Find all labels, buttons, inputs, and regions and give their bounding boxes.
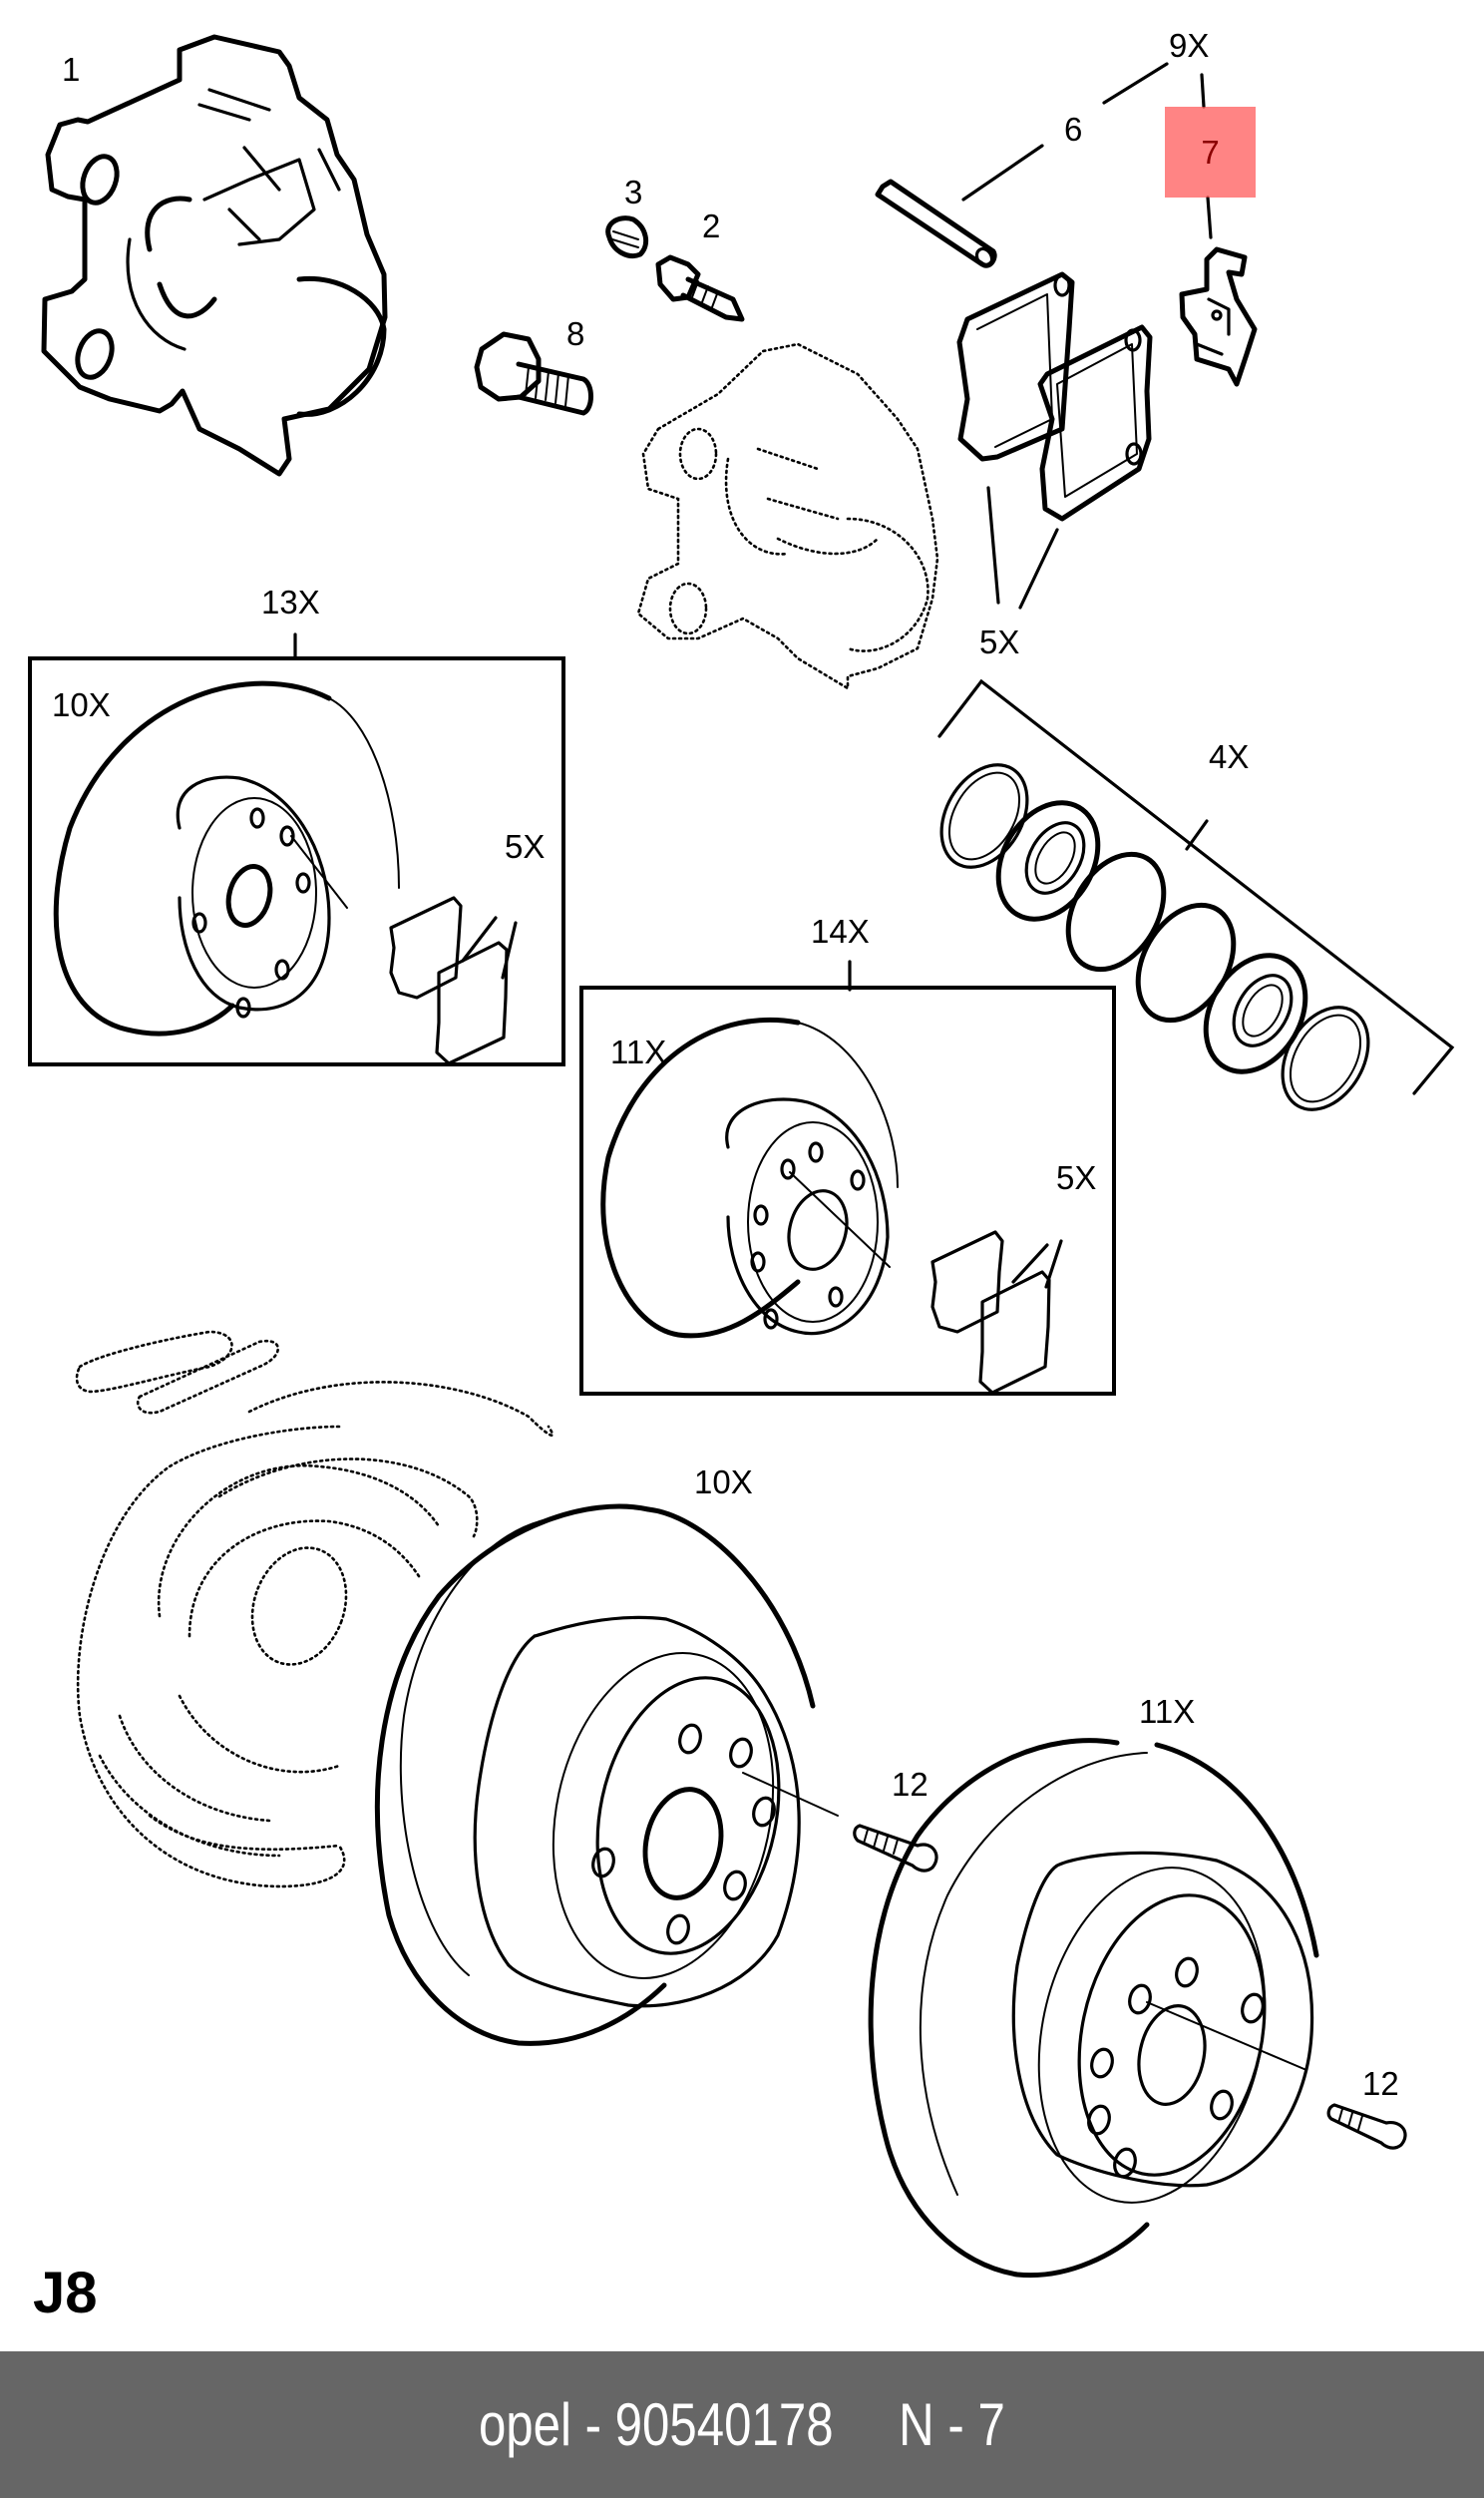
callout-seal-kit[interactable]: 4X — [1209, 738, 1250, 775]
callout-disc-kit14[interactable]: 11X — [610, 1034, 667, 1070]
callout-clip-group[interactable]: 9X — [1169, 27, 1210, 64]
seal-kit-bracket — [937, 678, 1455, 1095]
bolt-illustration — [474, 331, 593, 416]
bleed-screw-illustration — [655, 254, 745, 322]
callout-pads-kit13[interactable]: 5X — [505, 828, 546, 865]
spring-clip-illustration — [1179, 246, 1258, 387]
disc-bottom-left-illustration — [374, 1503, 839, 2046]
page-code: J8 — [33, 2261, 98, 2325]
seal-kit-leader — [1185, 819, 1209, 851]
brake-pads-illustration — [956, 271, 1153, 522]
callout-disc-kit13[interactable]: 10X — [52, 686, 111, 723]
reference-backing-plate-dotted — [75, 1330, 555, 1888]
callout-caliper[interactable]: 1 — [62, 51, 81, 88]
disc-bottom-right-illustration — [868, 1738, 1319, 2279]
callout-bolt[interactable]: 8 — [566, 315, 585, 352]
callout-bleed-cap[interactable]: 3 — [624, 174, 643, 210]
callout-screw-left[interactable]: 12 — [892, 1766, 928, 1803]
callout-pads-kit14[interactable]: 5X — [1056, 1159, 1097, 1196]
callout-bleed-screw[interactable]: 2 — [702, 208, 721, 244]
callout-pin[interactable]: 6 — [1064, 111, 1083, 148]
leader-lines — [293, 62, 1213, 992]
screw-left-illustration — [853, 1824, 938, 1873]
kit-14-disc-illustration — [600, 1017, 899, 1339]
seal-kit-rings-illustration — [939, 763, 1370, 1111]
callout-kit-13[interactable]: 13X — [261, 584, 320, 621]
guide-pin-illustration — [875, 179, 997, 268]
kit-14-pads-illustration — [930, 1230, 1063, 1395]
screw-right-illustration — [1326, 2103, 1407, 2150]
kit-13-disc-illustration — [53, 680, 400, 1037]
reference-caliper-dotted — [636, 342, 939, 691]
callout-spring-clip: 7 — [1201, 134, 1220, 171]
callout-kit-14[interactable]: 14X — [811, 913, 870, 950]
part-reference: opel - 90540178 — [479, 2390, 834, 2458]
footer-caption: opel - 90540178 N - 7 — [479, 2390, 1005, 2458]
kit-13-frame — [28, 656, 565, 1066]
bleed-cap-illustration — [605, 215, 649, 258]
kit-13-pads-illustration — [389, 896, 518, 1065]
callout-disc-bottom-left[interactable]: 10X — [694, 1463, 753, 1500]
exploded-parts-diagram — [28, 34, 1455, 2279]
callout-pads-top[interactable]: 5X — [979, 624, 1020, 660]
highlighted-part-7[interactable]: 7 — [1165, 107, 1256, 198]
kit-14-frame — [579, 986, 1116, 1396]
callout-disc-bottom-right[interactable]: 11X — [1139, 1693, 1196, 1730]
callout-screw-right[interactable]: 12 — [1362, 2065, 1399, 2102]
position-reference: N - 7 — [899, 2390, 1005, 2458]
brake-caliper-illustration — [41, 34, 388, 477]
footer-bar: opel - 90540178 N - 7 — [0, 2351, 1484, 2498]
